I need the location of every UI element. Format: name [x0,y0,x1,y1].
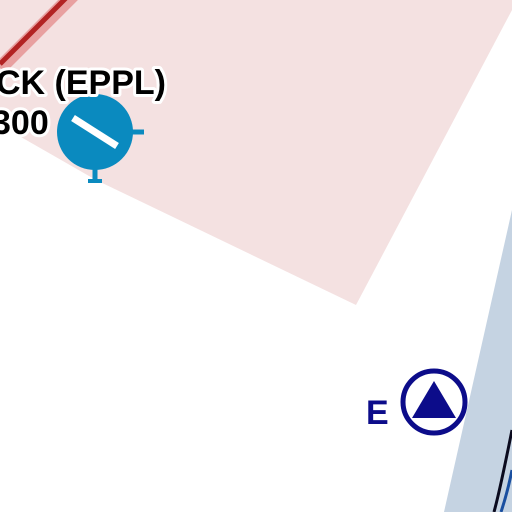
reporting-point-label: E [366,394,389,432]
runway-mark [71,115,119,149]
restricted-area-boundary-core [0,0,68,66]
river [444,210,512,512]
reporting-triangle [412,381,456,418]
road-edge [499,469,512,512]
airport-name-label: CK (EPPL) [0,64,166,102]
airport-elevation-label: 300 [0,104,49,142]
road [492,429,512,512]
restricted-area [0,0,512,305]
airport-icon[interactable] [57,94,144,183]
restricted-area-boundary [0,0,78,73]
reporting-point[interactable] [400,368,468,436]
